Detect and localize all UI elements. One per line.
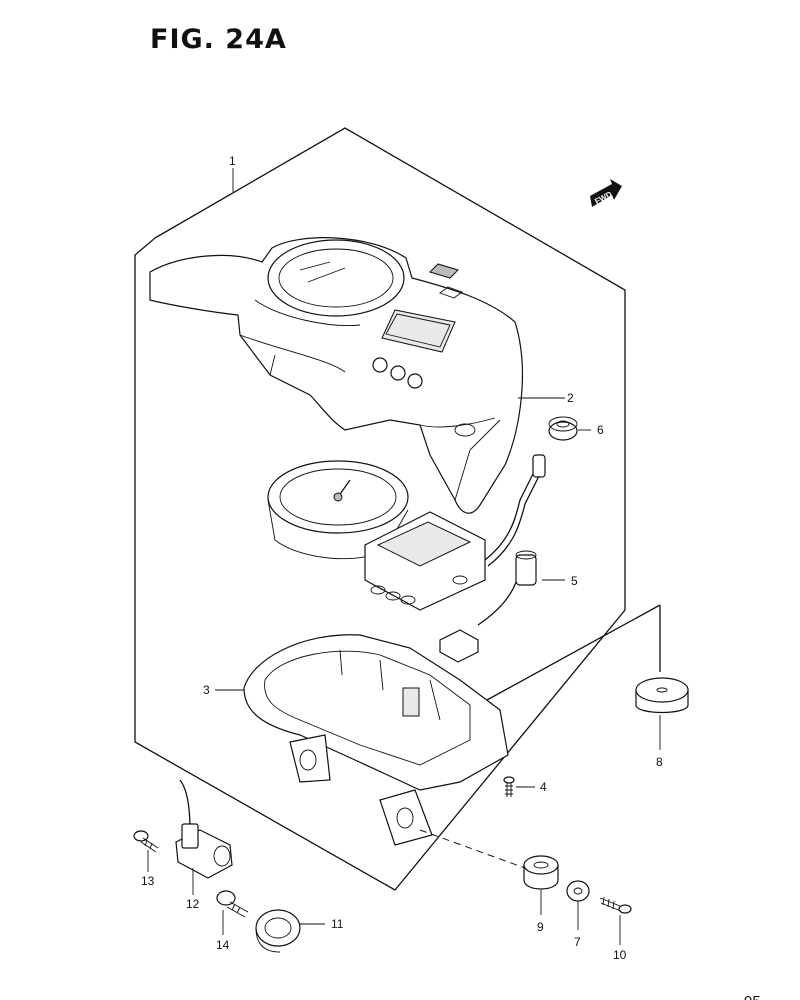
screw-lower — [599, 896, 632, 914]
fwd-arrow-icon: FWD — [590, 179, 622, 207]
figure-title: FIG. 24A — [150, 24, 287, 55]
callout-13: 13 — [141, 874, 155, 888]
meter-cover — [149, 237, 523, 514]
callout-5: 5 — [571, 574, 578, 588]
callout-11: 11 — [331, 917, 344, 931]
grommet-lower — [523, 855, 559, 890]
leader-lines — [147, 168, 661, 945]
callout-3: 3 — [203, 683, 210, 697]
callout-14: 14 — [216, 938, 230, 952]
washer — [566, 880, 590, 902]
callout-1: 1 — [229, 154, 236, 168]
callout-4: 4 — [540, 780, 547, 794]
meter-case — [243, 634, 526, 869]
callout-12: 12 — [186, 897, 200, 911]
bolt-13 — [133, 830, 159, 853]
page-number: 95 — [744, 993, 761, 1000]
callout-10: 10 — [613, 948, 627, 962]
callout-9: 9 — [537, 920, 544, 934]
damper-cushion — [486, 604, 689, 714]
callout-2: 2 — [567, 391, 574, 405]
callout-7: 7 — [574, 935, 581, 949]
sensor-ring — [255, 909, 301, 953]
meter-assembly — [267, 454, 546, 663]
grommet — [548, 416, 578, 441]
callout-8: 8 — [656, 755, 663, 769]
callout-labels: 1 2 3 4 5 6 7 8 9 10 11 12 13 14 — [141, 154, 663, 962]
bolt-14 — [216, 890, 249, 918]
callout-6: 6 — [597, 423, 604, 437]
screw — [503, 776, 515, 797]
speed-sensor — [175, 779, 233, 879]
assembly-outline — [134, 127, 626, 891]
